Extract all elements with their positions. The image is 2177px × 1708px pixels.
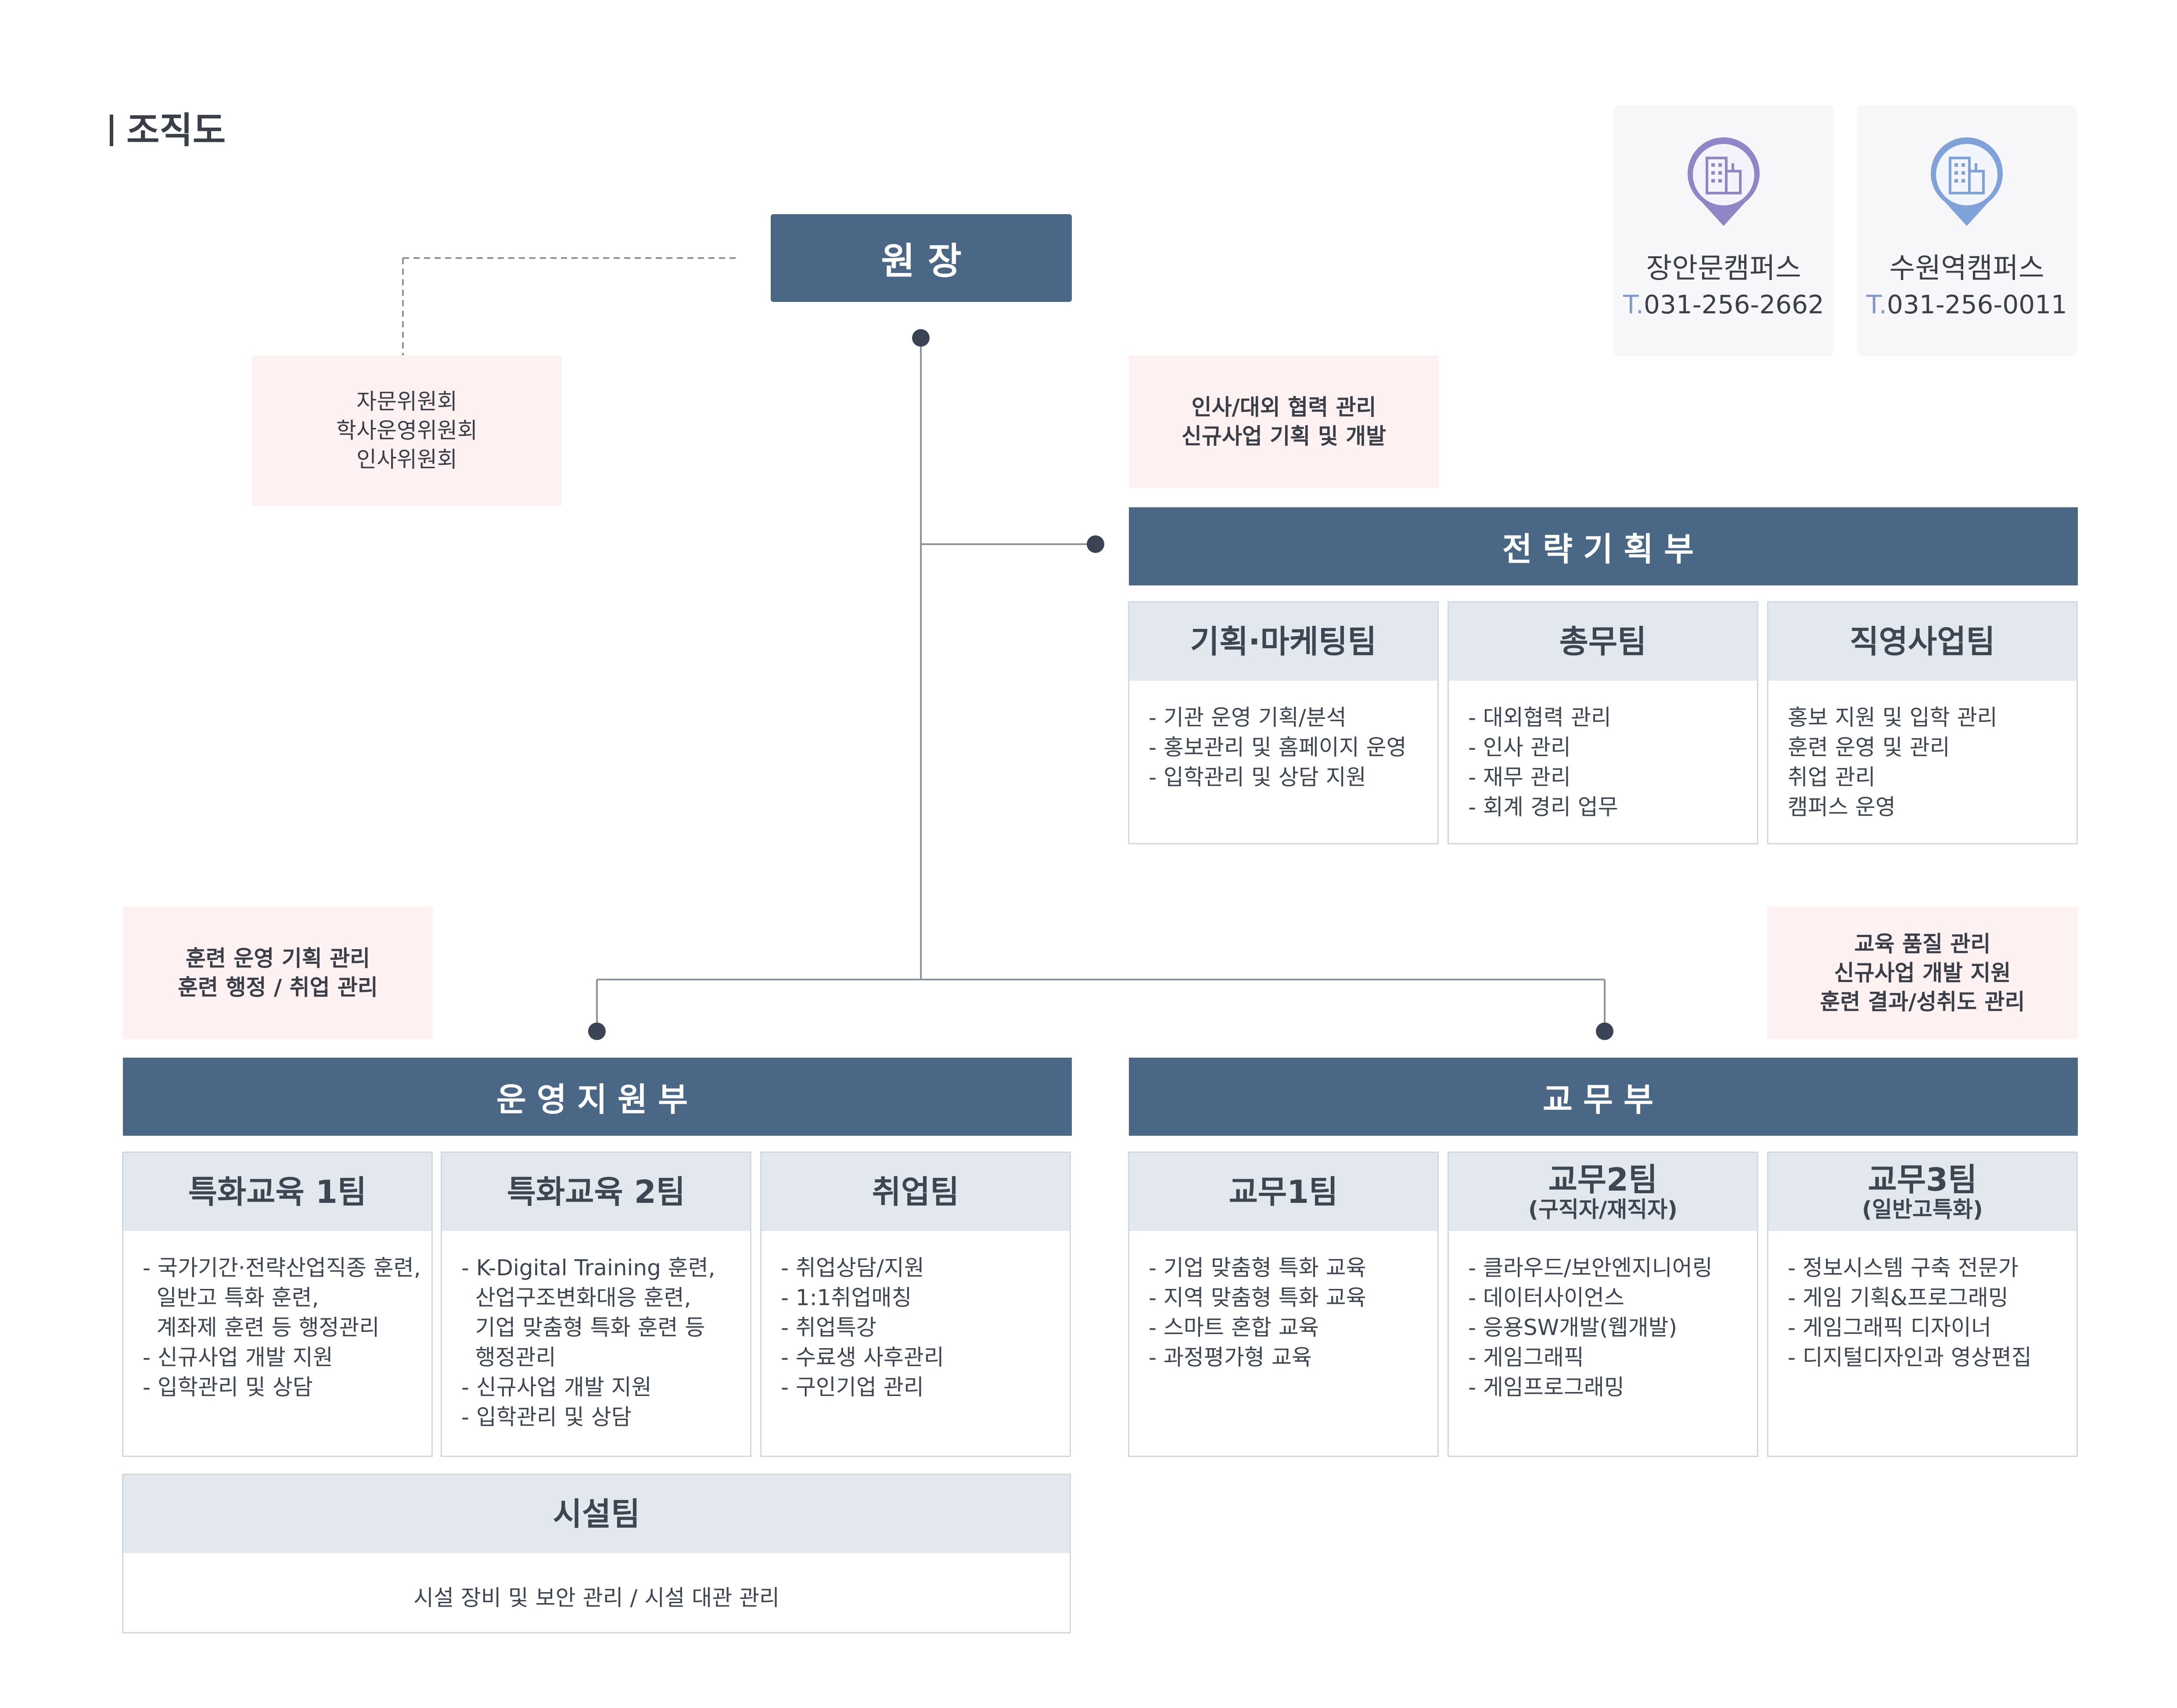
- list-item: - 재무 관리: [1468, 764, 1571, 790]
- team-card: 특화교육 1팀 - 국가기간·전략산업직종 훈련, 일반고 특화 훈련, 계좌제…: [122, 1152, 433, 1457]
- campus-name: 수원역캠퍼스: [1889, 252, 2044, 285]
- list-item: 행정관리: [461, 1345, 556, 1370]
- team-name: 교무2팀: [1548, 1161, 1658, 1198]
- team-name: 총무팀: [1559, 623, 1647, 660]
- list-item: 홍보 지원 및 입학 관리: [1788, 705, 1997, 730]
- page-title: 조직도: [110, 101, 226, 153]
- team-card: 특화교육 2팀 - K-Digital Training 훈련, 산업구조변화대…: [441, 1152, 751, 1457]
- list-item: - 신규사업 개발 지원: [143, 1345, 333, 1370]
- list-item: - 회계 경리 업무: [1468, 794, 1618, 820]
- team-name: 기획·마케팅팀: [1190, 623, 1377, 660]
- connector-dot: [1596, 1023, 1613, 1040]
- list-item: - 1:1취업매칭: [781, 1285, 912, 1310]
- list-item: - 기관 운영 기획/분석: [1149, 705, 1347, 730]
- operations-note: 훈련 운영 기획 관리 훈련 행정 / 취업 관리: [123, 907, 433, 1039]
- list-item: 취업 관리: [1788, 764, 1875, 790]
- team-card: 취업팀 - 취업상담/지원 - 1:1취업매칭 - 취업특강 - 수료생 사후관…: [760, 1152, 1071, 1457]
- building-pin-icon: [1931, 137, 2003, 226]
- list-item: 훈련 운영 및 관리: [1788, 735, 1950, 760]
- list-item: - 디지털디자인과 영상편집: [1788, 1345, 2032, 1370]
- team-name: 특화교육 2팀: [507, 1173, 686, 1210]
- campus-card-suwon: 수원역캠퍼스 T.031-256-0011: [1857, 105, 2077, 356]
- campus-tel: T.031-256-0011: [1866, 290, 2067, 319]
- strategy-dept-header: 전략기획부: [1129, 507, 2078, 585]
- team-name: 교무1팀: [1229, 1173, 1338, 1210]
- list-item: - 취업특강: [781, 1315, 877, 1340]
- team-card: 총무팀 - 대외협력 관리 - 인사 관리 - 재무 관리 - 회계 경리 업무: [1448, 601, 1758, 844]
- list-item: - K-Digital Training 훈련,: [461, 1255, 715, 1281]
- team-name: 직영사업팀: [1850, 623, 1995, 660]
- team-card: 교무3팀(일반고특화) - 정보시스템 구축 전문가 - 게임 기획&프로그래밍…: [1767, 1152, 2078, 1457]
- list-item: 기업 맞춤형 특화 훈련 등: [461, 1315, 705, 1340]
- title-bar-icon: [110, 115, 113, 146]
- list-item: - 취업상담/지원: [781, 1255, 924, 1281]
- list-item: 캠퍼스 운영: [1788, 794, 1896, 820]
- academic-dept-header: 교무부: [1129, 1058, 2078, 1136]
- director-box: 원 장: [771, 214, 1072, 302]
- building-pin-icon: [1688, 137, 1760, 226]
- list-item: - 게임그래픽: [1468, 1345, 1584, 1370]
- list-item: - 입학관리 및 상담 지원: [1149, 764, 1366, 790]
- team-name: 교무3팀: [1868, 1161, 1977, 1198]
- team-subtitle: (구직자/재직자): [1528, 1197, 1678, 1222]
- list-item: - 수료생 사후관리: [781, 1345, 944, 1370]
- strategy-note: 인사/대외 협력 관리 신규사업 기획 및 개발: [1129, 355, 1439, 488]
- list-item: - 대외협력 관리: [1468, 705, 1611, 730]
- academic-note: 교육 품질 관리 신규사업 개발 지원 훈련 결과/성취도 관리: [1767, 907, 2078, 1039]
- committee-note: 자문위원회 학사운영위원회 인사위원회: [252, 355, 562, 506]
- list-item: - 게임프로그래밍: [1468, 1374, 1624, 1400]
- team-name: 취업팀: [872, 1173, 959, 1210]
- list-item: - 과정평가형 교육: [1149, 1345, 1312, 1370]
- list-item: 산업구조변화대응 훈련,: [461, 1285, 691, 1310]
- list-item: - 게임그래픽 디자이너: [1788, 1315, 1991, 1340]
- connector-dot: [588, 1023, 606, 1040]
- list-item: - 지역 맞춤형 특화 교육: [1149, 1285, 1366, 1310]
- team-card: 직영사업팀 홍보 지원 및 입학 관리 훈련 운영 및 관리 취업 관리 캠퍼스…: [1767, 601, 2078, 844]
- campus-tel: T.031-256-2662: [1623, 290, 1824, 319]
- list-item: - 입학관리 및 상담: [461, 1404, 632, 1430]
- campus-card-jangan: 장안문캠퍼스 T.031-256-2662: [1613, 105, 1834, 356]
- list-item: - 국가기간·전략산업직종 훈련,: [143, 1255, 421, 1281]
- list-item: 일반고 특화 훈련,: [143, 1285, 319, 1310]
- list-item: - 응용SW개발(웹개발): [1468, 1315, 1678, 1340]
- team-card: 기획·마케팅팀 - 기관 운영 기획/분석 - 홍보관리 및 홈페이지 운영 -…: [1128, 601, 1439, 844]
- facility-team-card: 시설팀 시설 장비 및 보안 관리 / 시설 대관 관리: [122, 1474, 1071, 1633]
- operations-dept-header: 운영지원부: [123, 1058, 1072, 1136]
- campus-name: 장안문캠퍼스: [1646, 252, 1801, 285]
- list-item: - 구인기업 관리: [781, 1374, 924, 1400]
- list-item: - 인사 관리: [1468, 735, 1571, 760]
- team-name: 시설팀: [553, 1496, 640, 1532]
- team-card: 교무2팀(구직자/재직자) - 클라우드/보안엔지니어링 - 데이터사이언스 -…: [1448, 1152, 1758, 1457]
- list-item: - 홍보관리 및 홈페이지 운영: [1149, 735, 1407, 760]
- list-item: - 입학관리 및 상담: [143, 1374, 313, 1400]
- team-subtitle: (일반고특화): [1862, 1197, 1983, 1222]
- list-item: - 신규사업 개발 지원: [461, 1374, 652, 1400]
- facility-desc: 시설 장비 및 보안 관리 / 시설 대관 관리: [413, 1585, 780, 1611]
- connector-dot: [912, 329, 930, 347]
- list-item: - 기업 맞춤형 특화 교육: [1149, 1255, 1366, 1281]
- connector-dot: [1087, 535, 1104, 553]
- list-item: - 게임 기획&프로그래밍: [1788, 1285, 2008, 1310]
- team-name: 특화교육 1팀: [188, 1173, 367, 1210]
- list-item: - 스마트 혼합 교육: [1149, 1315, 1319, 1340]
- list-item: - 정보시스템 구축 전문가: [1788, 1255, 2019, 1281]
- team-card: 교무1팀 - 기업 맞춤형 특화 교육 - 지역 맞춤형 특화 교육 - 스마트…: [1128, 1152, 1439, 1457]
- list-item: - 클라우드/보안엔지니어링: [1468, 1255, 1713, 1281]
- list-item: - 데이터사이언스: [1468, 1285, 1624, 1310]
- list-item: 계좌제 훈련 등 행정관리: [143, 1315, 380, 1340]
